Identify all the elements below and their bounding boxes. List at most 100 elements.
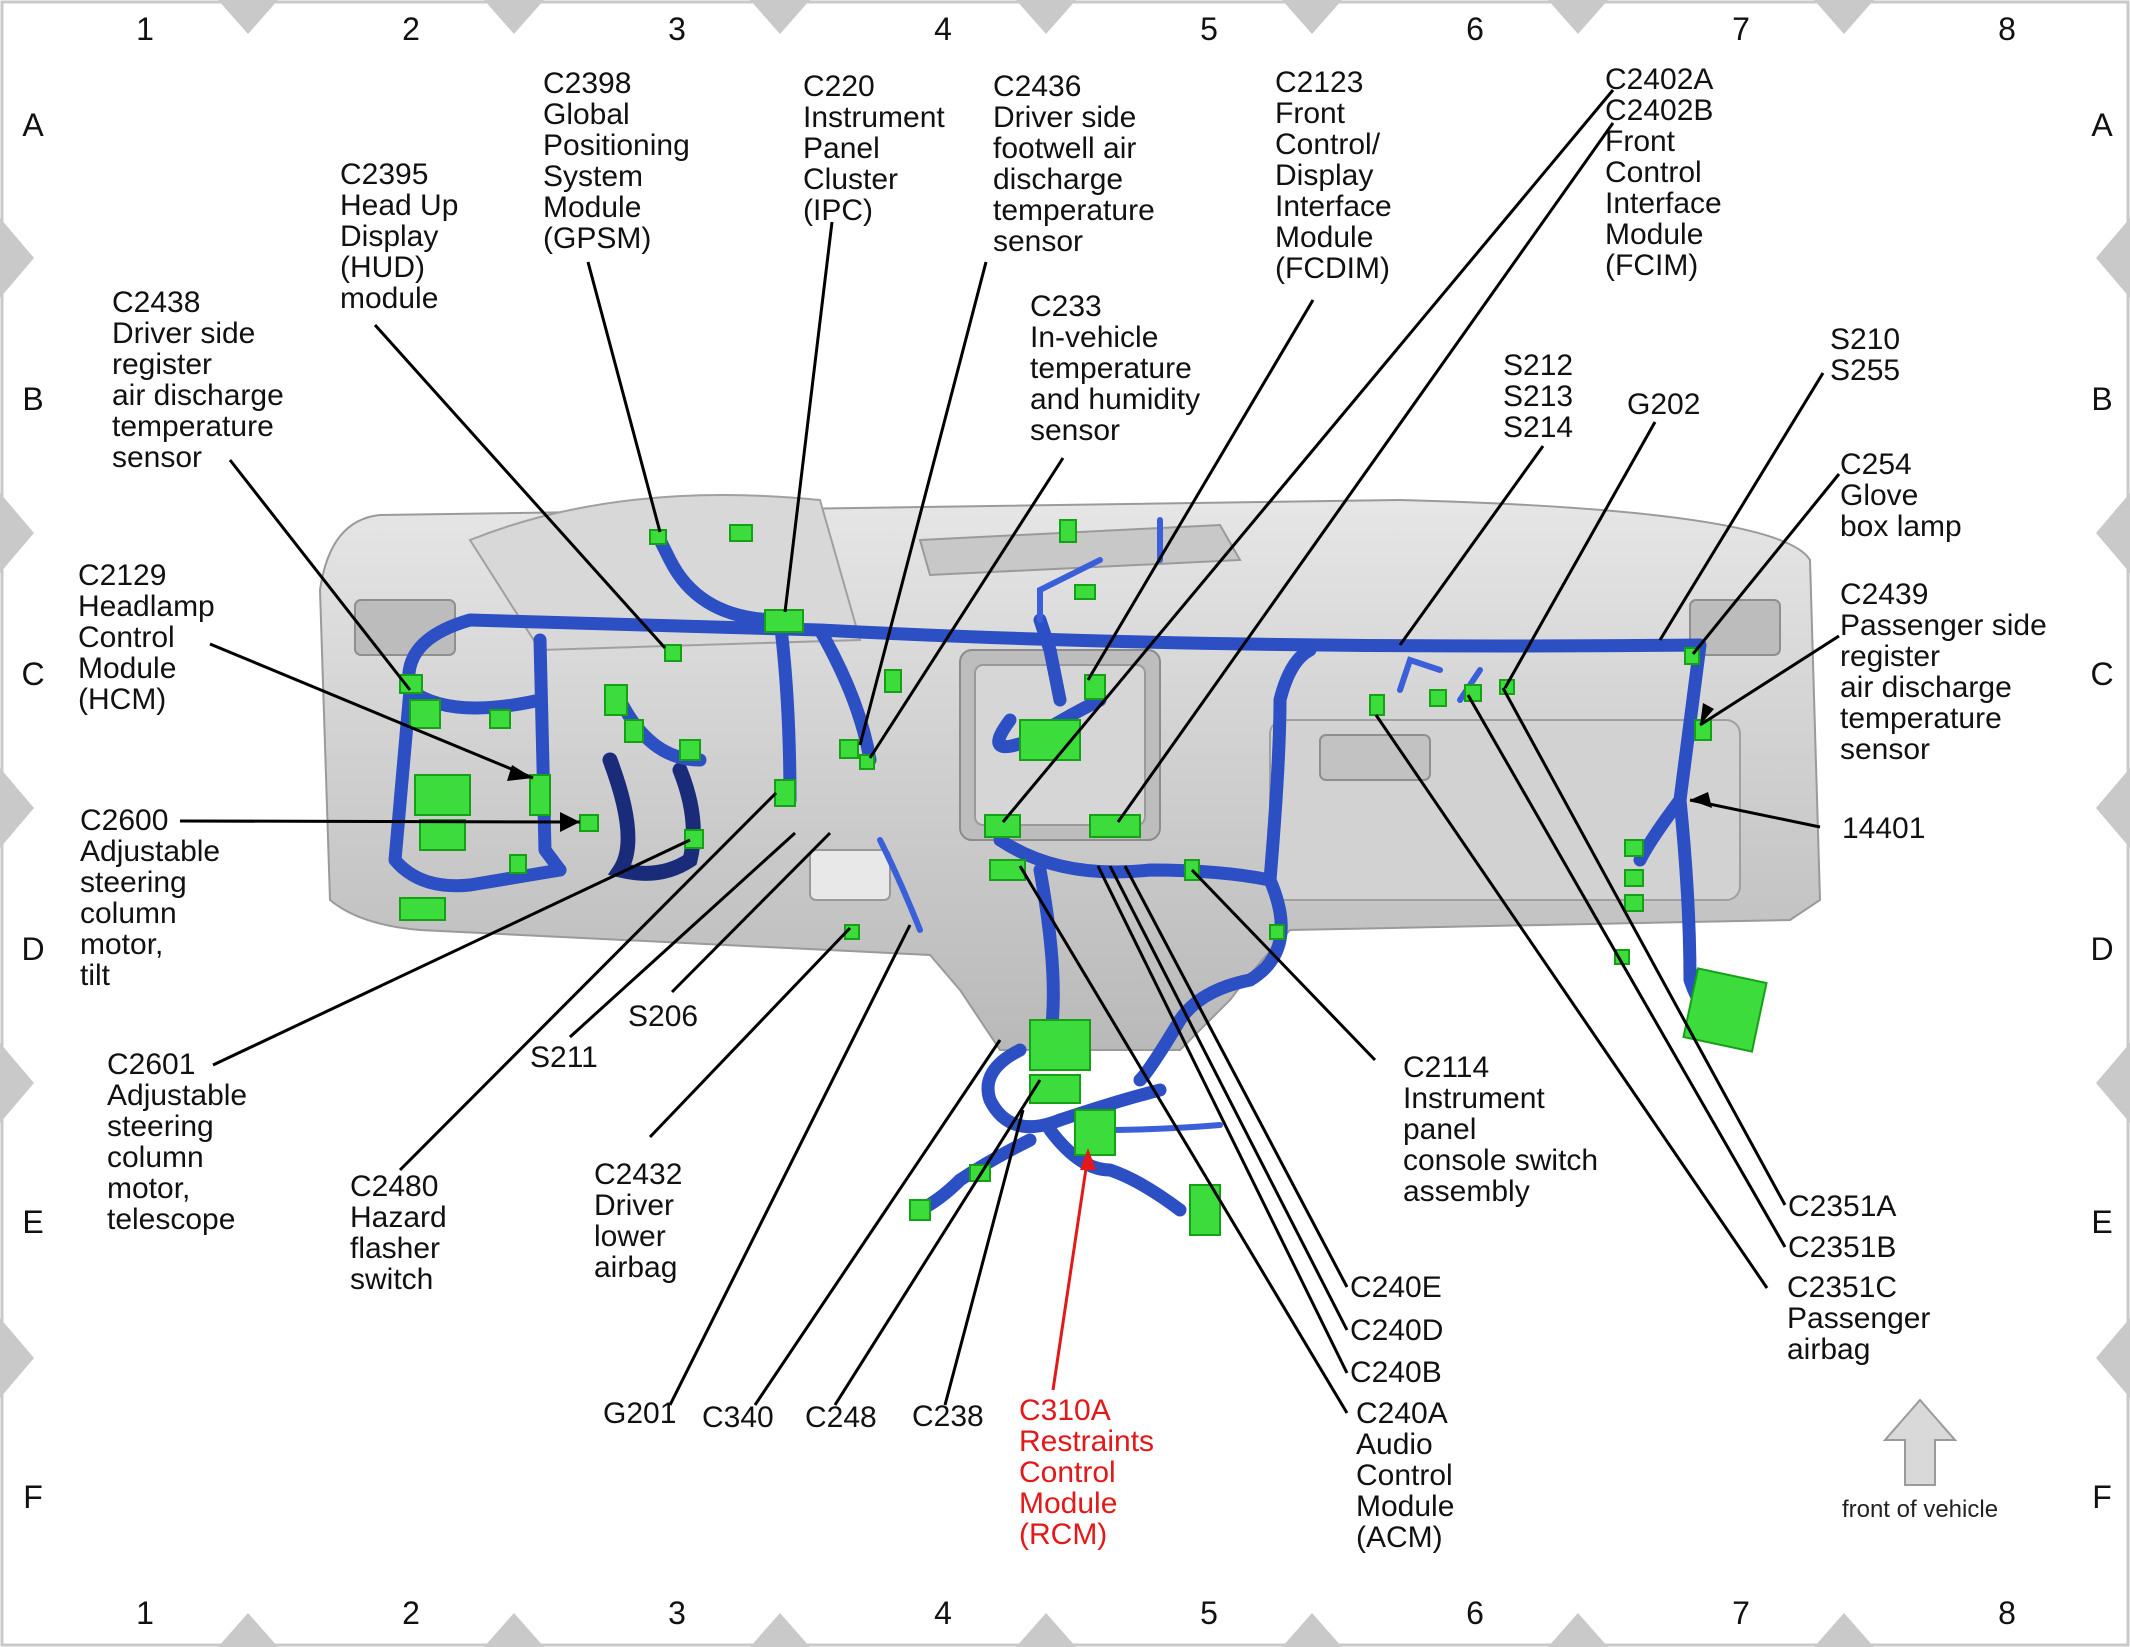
column-label: 4 (934, 1595, 952, 1631)
callout-line: C310A (1019, 1394, 1111, 1427)
callout-line: steering (107, 1110, 214, 1143)
callout-line: Module (1605, 218, 1703, 251)
callout-c240b: C240B (1350, 1356, 1442, 1389)
callout-line: Front (1605, 125, 1676, 158)
callout-line: C2129 (78, 559, 166, 592)
column-label: 8 (1998, 11, 2016, 47)
callout-c240e: C240E (1350, 1271, 1442, 1304)
callout-line: C254 (1840, 448, 1912, 481)
callout-line: S255 (1830, 354, 1900, 387)
row-label: E (2091, 1204, 2112, 1240)
callout-c2480: C2480 Hazard flasher switch (350, 1170, 447, 1296)
row-labels-right: A B C D E F (2090, 107, 2113, 1515)
row-label: F (2092, 1479, 2112, 1515)
callout-line: Module (1356, 1490, 1454, 1523)
callout-line: panel (1403, 1113, 1476, 1146)
callout-line: (GPSM) (543, 222, 651, 255)
callout-line: C2601 (107, 1048, 195, 1081)
callout-line: lower (594, 1220, 666, 1253)
callout-line: C2351A (1788, 1190, 1896, 1223)
callout-line: and humidity (1030, 383, 1200, 416)
column-label: 5 (1200, 11, 1218, 47)
row-label: A (22, 107, 44, 143)
callout-line: Global (543, 98, 630, 131)
column-label: 3 (668, 1595, 686, 1631)
callout-line: register (112, 348, 212, 381)
callout-14401: 14401 (1842, 812, 1925, 845)
callout-line: temperature (1840, 702, 2002, 735)
callout-line: C2351B (1788, 1231, 1896, 1264)
instrument-panel-illustration (318, 494, 1822, 1051)
callout-line: Hazard (350, 1201, 447, 1234)
callout-line: C240A (1356, 1397, 1448, 1430)
column-label: 1 (136, 1595, 154, 1631)
callout-line: (FCDIM) (1275, 252, 1390, 285)
callout-line: Headlamp (78, 590, 215, 623)
callout-line: C238 (912, 1400, 984, 1433)
callout-line: S206 (628, 1000, 698, 1033)
callout-s211: S211 (530, 1041, 598, 1074)
callout-c2398: C2398 Global Positioning System Module (… (543, 67, 690, 255)
callout-line: air discharge (1840, 671, 2012, 704)
callout-line: (FCIM) (1605, 249, 1698, 282)
callout-line: Cluster (803, 163, 898, 196)
callout-c2432: C2432 Driver lower airbag (594, 1158, 682, 1284)
callout-line: Module (543, 191, 641, 224)
callout-line: C2480 (350, 1170, 438, 1203)
callout-line: C2395 (340, 158, 428, 191)
callout-line: C240E (1350, 1271, 1442, 1304)
callout-line: (IPC) (803, 194, 873, 227)
callout-line: C2402B (1605, 94, 1713, 127)
callout-line: Control (1356, 1459, 1453, 1492)
callout-line: C2600 (80, 804, 168, 837)
callout-line: Module (1019, 1487, 1117, 1520)
column-labels-top: 1 2 3 4 5 6 7 8 (136, 11, 2016, 47)
callout-line: Front (1275, 97, 1346, 130)
callout-line: Glove (1840, 479, 1918, 512)
callout-line: assembly (1403, 1175, 1530, 1208)
callout-line: C2402A (1605, 63, 1713, 96)
callout-g201: G201 (603, 1397, 676, 1430)
callout-line: Head Up (340, 189, 458, 222)
callout-line: C2351C (1787, 1271, 1897, 1304)
callout-line: C2439 (1840, 578, 1928, 611)
callout-c233: C233 In-vehicle temperature and humidity… (1030, 290, 1200, 447)
callout-line: Driver side (112, 317, 255, 350)
callout-line: motor, (107, 1172, 190, 1205)
callout-line: S212 (1503, 349, 1573, 382)
callout-c2439: C2439 Passenger side register air discha… (1840, 578, 2047, 766)
callout-line: C2432 (594, 1158, 682, 1191)
connectors (399, 519, 1768, 1236)
callout-c248: C248 (805, 1401, 877, 1434)
callout-line: box lamp (1840, 510, 1962, 543)
column-label: 7 (1732, 1595, 1750, 1631)
callout-line: temperature (993, 194, 1155, 227)
callout-c2438: C2438 Driver side register air discharge… (112, 286, 284, 474)
callout-c2123: C2123 Front Control/ Display Interface M… (1275, 66, 1392, 285)
callout-line: Instrument (1403, 1082, 1545, 1115)
callout-line: S213 (1503, 380, 1573, 413)
callout-line: (HUD) (340, 251, 425, 284)
callout-line: tilt (80, 959, 111, 992)
up-arrow-icon (1882, 1398, 1958, 1486)
callout-s210: S210 S255 (1830, 323, 1900, 387)
callout-line: C2398 (543, 67, 631, 100)
callout-line: sensor (112, 441, 202, 474)
callout-line: Control (78, 621, 175, 654)
callout-line: S214 (1503, 411, 1573, 444)
callout-line: sensor (1840, 733, 1930, 766)
column-label: 4 (934, 11, 952, 47)
callout-line: Adjustable (80, 835, 220, 868)
callout-line: C248 (805, 1401, 877, 1434)
callout-c254: C254 Glove box lamp (1840, 448, 1962, 543)
callout-line: C240D (1350, 1314, 1443, 1347)
callout-c2351b: C2351B (1788, 1231, 1896, 1264)
arrowheads (507, 703, 1714, 832)
callout-line: (RCM) (1019, 1518, 1107, 1551)
row-label: D (2090, 931, 2113, 967)
callout-line: console switch (1403, 1144, 1598, 1177)
column-label: 1 (136, 11, 154, 47)
callout-line: discharge (993, 163, 1123, 196)
callout-line: telescope (107, 1203, 235, 1236)
